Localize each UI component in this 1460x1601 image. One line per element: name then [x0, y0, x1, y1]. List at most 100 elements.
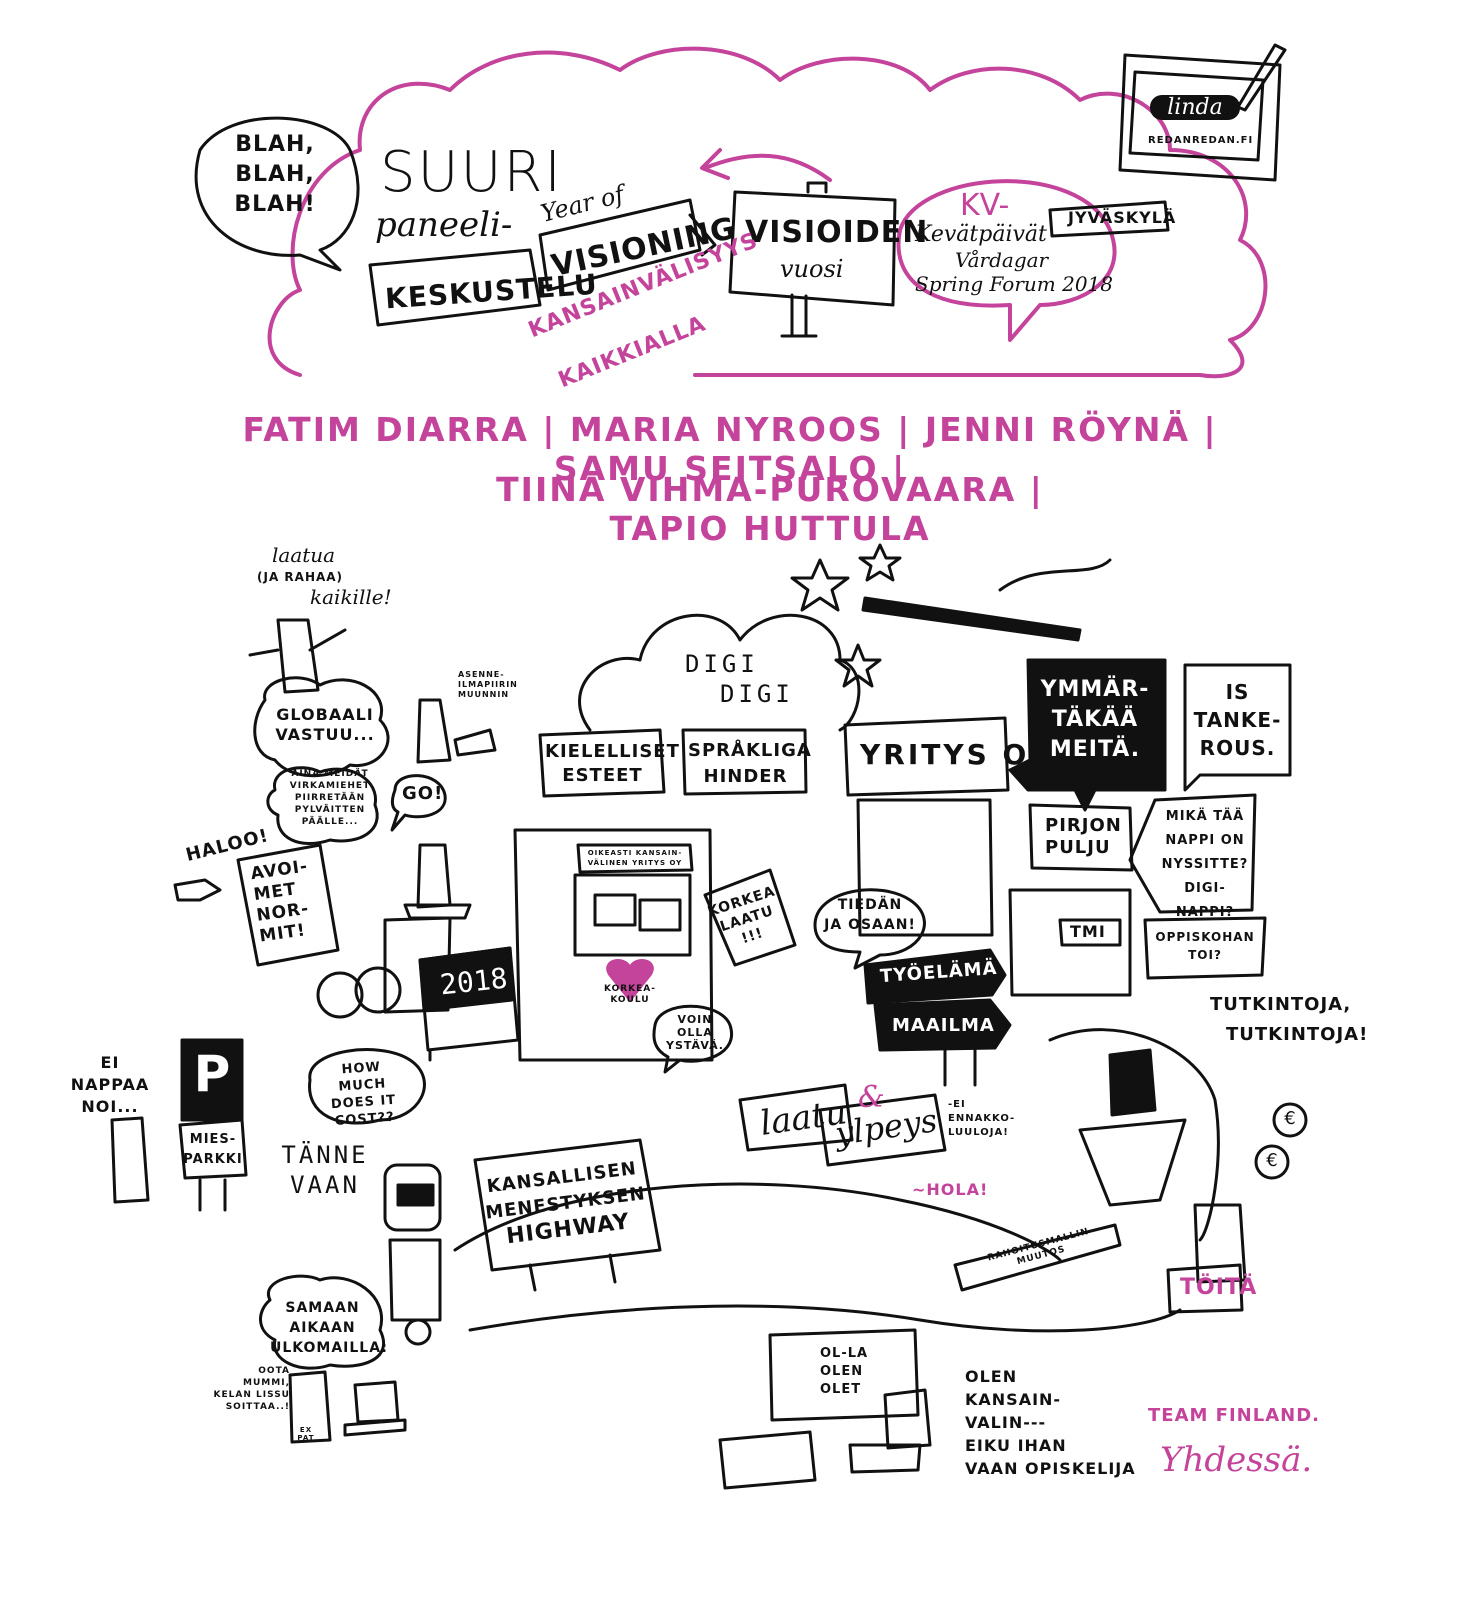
korkeakoulu-line-2: KOULU	[610, 995, 650, 1005]
ymmarta-bubble-text: YMMÄR- TÄKÄÄ MEITÄ.	[1030, 675, 1160, 765]
ennakko-text: -EI ENNAKKO- LUULOJA!	[948, 1098, 1015, 1140]
aina-line-5: PÄÄLLE...	[301, 817, 359, 827]
kevatpaivat-text: Kevätpäivät	[915, 222, 1047, 247]
kielelliset-sign: KIELELLISET ESTEET	[545, 740, 679, 788]
parking-sign: P	[193, 1045, 231, 1103]
tutkintoja-line-2: TUTKINTOJA!	[1226, 1024, 1369, 1045]
visioiden-text: VISIOIDEN	[745, 215, 929, 250]
tankerous-line-1: IS	[1225, 680, 1250, 704]
ol-la-line-2: OLEN	[820, 1364, 864, 1379]
korkeakoulu-line-1: KORKEA-	[604, 984, 656, 994]
voin-line-3: YSTÄVÄ.	[666, 1039, 724, 1052]
yritys-oy-sign: YRITYS OY	[860, 738, 1052, 771]
tutkintoja-text: TUTKINTOJA, TUTKINTOJA!	[1210, 990, 1368, 1050]
blah-bubble	[194, 116, 360, 272]
ol-la-board-text: OL-LA OLEN OLET	[820, 1345, 868, 1399]
ei-nappaa-text: EI NAPPAA NOI...	[70, 1052, 150, 1118]
globaali-line-2: VASTUU...	[275, 725, 375, 744]
ol-la-line-3: OLET	[820, 1382, 862, 1397]
go-text: GO!	[402, 783, 444, 804]
asenne-line-3: MUUNNIN	[458, 690, 510, 699]
expat-line-1: EX	[299, 1426, 313, 1434]
ennakko-line-3: LUULOJA!	[948, 1127, 1009, 1138]
oota-mummi-text: OOTA MUMMI, KELAN LISSU SOITTAA..!	[210, 1365, 290, 1413]
oikeasti-line-1: OIKEASTI KANSAIN-	[587, 849, 683, 857]
expat-line-2: PAT	[297, 1434, 315, 1442]
olen-kansainvalinen-text: OLEN KANSAIN- VALIN--- EIKU IHAN VAAN OP…	[965, 1365, 1136, 1480]
ol-la-line-1: OL-LA	[820, 1346, 869, 1361]
speakers-line-2: TIINA VIHMA-PUROVAARA | TAPIO HUTTULA	[496, 470, 1044, 548]
header-cloud	[267, 46, 1268, 379]
aina-line-2: VIRKAMIEHET	[289, 781, 371, 791]
samaan-line-1: SAMAAN	[285, 1300, 360, 1316]
globaali-text: GLOBAALI VASTUU...	[275, 705, 375, 745]
miesparkki-line-2: PARKKI	[183, 1152, 243, 1167]
sprakliga-line-2: HINDER	[703, 766, 788, 787]
suuri-title: SUURI	[380, 140, 563, 205]
oota-line-1: OOTA MUMMI,	[243, 1366, 290, 1388]
ei-nappaa-line-3: NOI...	[81, 1097, 139, 1116]
yhdessa-text: Yhdessä.	[1160, 1440, 1313, 1480]
maailma-sign: MAAILMA	[892, 1015, 995, 1036]
oikeasti-sign: OIKEASTI KANSAIN- VÄLINEN YRITYS OY	[580, 848, 690, 868]
signature-logo: linda	[1150, 95, 1240, 120]
mika-taa-line-1: MIKÄ TÄÄ	[1165, 809, 1245, 824]
euro-coin-1: €	[1284, 1108, 1296, 1129]
sprakliga-line-1: SPRÅKLIGA	[688, 740, 812, 761]
year-2018-flag: 2018	[438, 961, 509, 1002]
ei-nappaa-line-2: NAPPAA	[70, 1075, 150, 1094]
oppiskohan-line-2: TOI?	[1188, 948, 1222, 962]
kv-text: KV-	[960, 188, 1010, 223]
ymmarta-line-1: YMMÄR-	[1040, 677, 1150, 702]
samaan-text: SAMAAN AIKAAN ULKOMAILLA:	[270, 1298, 388, 1358]
redanredan-text: REDANREDAN.FI	[1148, 135, 1254, 146]
spring-forum-text: Spring Forum 2018	[915, 272, 1113, 296]
ymmarta-line-3: MEITÄ.	[1049, 737, 1141, 762]
oppiskohan-line-1: OPPISKOHAN	[1155, 930, 1255, 944]
asenne-line-2: ILMAPIIRIN	[458, 680, 518, 689]
kielelliset-line-2: ESTEET	[562, 765, 643, 786]
vardagar-text: Vårdagar	[955, 248, 1049, 272]
ei-nappaa-line-1: EI	[100, 1053, 120, 1072]
sprakliga-sign: SPRÅKLIGA HINDER	[688, 738, 812, 790]
ennakko-line-1: -EI	[948, 1099, 966, 1110]
oota-line-2: KELAN LISSU	[213, 1390, 290, 1400]
tiedan-line-1: TIEDÄN	[837, 897, 903, 913]
asenne-text: ASENNE- ILMAPIIRIN MUUNNIN	[458, 670, 518, 700]
tanne-line-2: VAAN	[290, 1171, 360, 1199]
blah-line-3: BLAH!	[234, 192, 316, 217]
tanne-line-1: TÄNNE	[281, 1141, 369, 1169]
olen-line-4: EIKU IHAN	[965, 1436, 1067, 1455]
kv-bubble	[896, 179, 1117, 342]
mika-taa-line-2: NAPPI ON	[1165, 833, 1245, 848]
digi-text-2: DIGI	[720, 680, 794, 708]
voin-line-1: VOIN	[677, 1013, 713, 1026]
tiedan-text: TIEDÄN JA OSAAN!	[820, 895, 920, 935]
pirjon-sign: PIRJON PULJU	[1045, 815, 1122, 859]
vuosi-text: vuosi	[780, 255, 844, 283]
blah-line-1: BLAH,	[235, 132, 315, 157]
pirjon-line-2: PULJU	[1045, 837, 1111, 858]
asenne-line-1: ASENNE-	[458, 670, 505, 679]
ymmarta-line-2: TÄKÄÄ	[1051, 707, 1139, 732]
aina-text: AINA MEIDÄT VIRKAMIEHET PIIRRETÄÄN PYLVÄ…	[285, 768, 375, 828]
is-tankerous-text: IS TANKE- ROUS.	[1190, 678, 1285, 762]
aina-line-1: AINA MEIDÄT	[291, 769, 369, 779]
samaan-line-3: ULKOMAILLA:	[270, 1340, 388, 1356]
header-arrow	[703, 153, 832, 182]
olen-line-5: VAAN OPISKELIJA	[965, 1459, 1136, 1478]
jyvaskyla-text: JYVÄSKYLÄ	[1068, 208, 1177, 227]
tankerous-line-2: TANKE-	[1193, 708, 1282, 732]
how-much-text: HOW MUCH DOES IT COST??	[316, 1057, 411, 1131]
tutkintoja-line-1: TUTKINTOJA,	[1210, 994, 1352, 1015]
ja-rahaa-text: (JA RAHAA)	[257, 570, 344, 584]
pirjon-line-1: PIRJON	[1045, 815, 1122, 836]
olen-line-3: VALIN---	[965, 1413, 1047, 1432]
mika-taa-line-3: NYSSITTE?	[1161, 857, 1249, 872]
laatua-text: laatua	[272, 543, 336, 567]
toita-sign: TÖITÄ	[1180, 1275, 1258, 1300]
aina-line-4: PYLVÄITTEN	[294, 805, 366, 815]
oota-line-3: SOITTAA..!	[225, 1402, 290, 1412]
digi-text-1: DIGI	[685, 650, 759, 678]
tankerous-line-3: ROUS.	[1199, 736, 1276, 760]
